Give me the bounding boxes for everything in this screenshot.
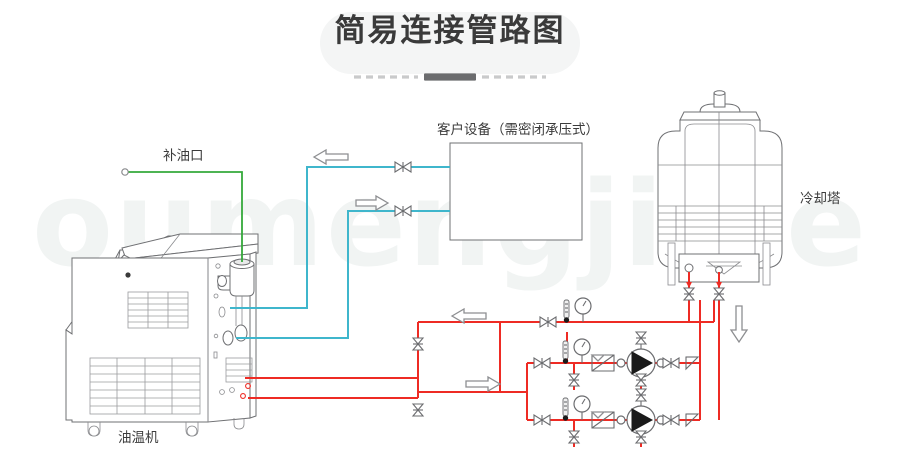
page-title: 简易连接管路图 xyxy=(334,13,566,49)
valve-cyan-upper[interactable] xyxy=(394,161,412,173)
thermometer-main-supply xyxy=(563,299,570,323)
pressure-gauge-main-supply xyxy=(574,297,592,322)
oil-temperature-machine xyxy=(65,233,259,437)
pump-line-lower xyxy=(533,388,700,444)
pressure-gauge-pump2 xyxy=(573,395,591,420)
flow-arrow-red-supply xyxy=(450,307,487,325)
pump-line-upper xyxy=(533,331,700,387)
label-oil-fill-port: 补油口 xyxy=(163,148,204,164)
check-valve-pump2 xyxy=(685,413,700,428)
pump-lower[interactable] xyxy=(626,395,656,435)
label-oil-temp-machine: 油温机 xyxy=(118,430,159,446)
valve-tower-outlet-left[interactable] xyxy=(682,287,696,301)
pump-upper[interactable] xyxy=(626,338,656,378)
machine-side-vent xyxy=(225,357,253,383)
title-backdrop xyxy=(320,12,580,74)
valve-pump2-outlet[interactable] xyxy=(662,414,680,426)
flow-arrow-cyan-lower xyxy=(355,194,390,212)
hot-oil-pipes xyxy=(230,166,450,339)
flow-arrow-tower-down xyxy=(729,305,749,344)
cooling-tower-louvers xyxy=(658,205,782,242)
valve-pump1-vent[interactable] xyxy=(634,331,648,345)
pressure-gauge-pump1 xyxy=(573,338,591,363)
dashed-divider-icon xyxy=(354,73,546,81)
machine-grille-lower xyxy=(89,357,201,415)
valve-machine-supply-drop[interactable] xyxy=(411,337,425,351)
valve-machine-return-drop[interactable] xyxy=(411,403,425,417)
valve-pump2-vent[interactable] xyxy=(634,388,648,402)
valve-pump1-inlet[interactable] xyxy=(533,357,551,369)
valve-pump1-outlet[interactable] xyxy=(662,357,680,369)
valve-pump1-discharge-drain[interactable] xyxy=(634,373,648,387)
thermometer-pump2 xyxy=(562,397,569,421)
flow-arrow-cyan-upper xyxy=(312,148,349,166)
thermometer-pump1 xyxy=(562,340,569,364)
check-valve-pump1 xyxy=(685,356,700,371)
valve-pump2-drain[interactable] xyxy=(567,430,581,444)
valve-pump1-drain[interactable] xyxy=(567,373,581,387)
customer-equipment-box xyxy=(449,142,583,241)
machine-casters xyxy=(87,418,245,437)
strainer-pump2 xyxy=(590,411,615,429)
label-customer-equipment: 客户设备（需密闭承压式） xyxy=(437,122,599,138)
machine-grille-upper xyxy=(127,291,189,329)
valve-main-supply[interactable] xyxy=(539,316,557,328)
diagram-header: 简易连接管路图 xyxy=(0,8,900,81)
oil-fill-tank xyxy=(217,258,255,326)
valve-cyan-lower[interactable] xyxy=(394,205,412,217)
valve-pump2-inlet[interactable] xyxy=(533,414,551,426)
cooling-tower xyxy=(657,90,783,286)
label-cooling-tower: 冷却塔 xyxy=(800,191,841,207)
valve-pump2-discharge-drain[interactable] xyxy=(634,430,648,444)
oil-fill-pipe xyxy=(121,168,243,262)
valve-tower-outlet-right[interactable] xyxy=(712,287,726,301)
flow-arrow-red-return xyxy=(465,375,502,393)
strainer-pump1 xyxy=(590,354,615,372)
